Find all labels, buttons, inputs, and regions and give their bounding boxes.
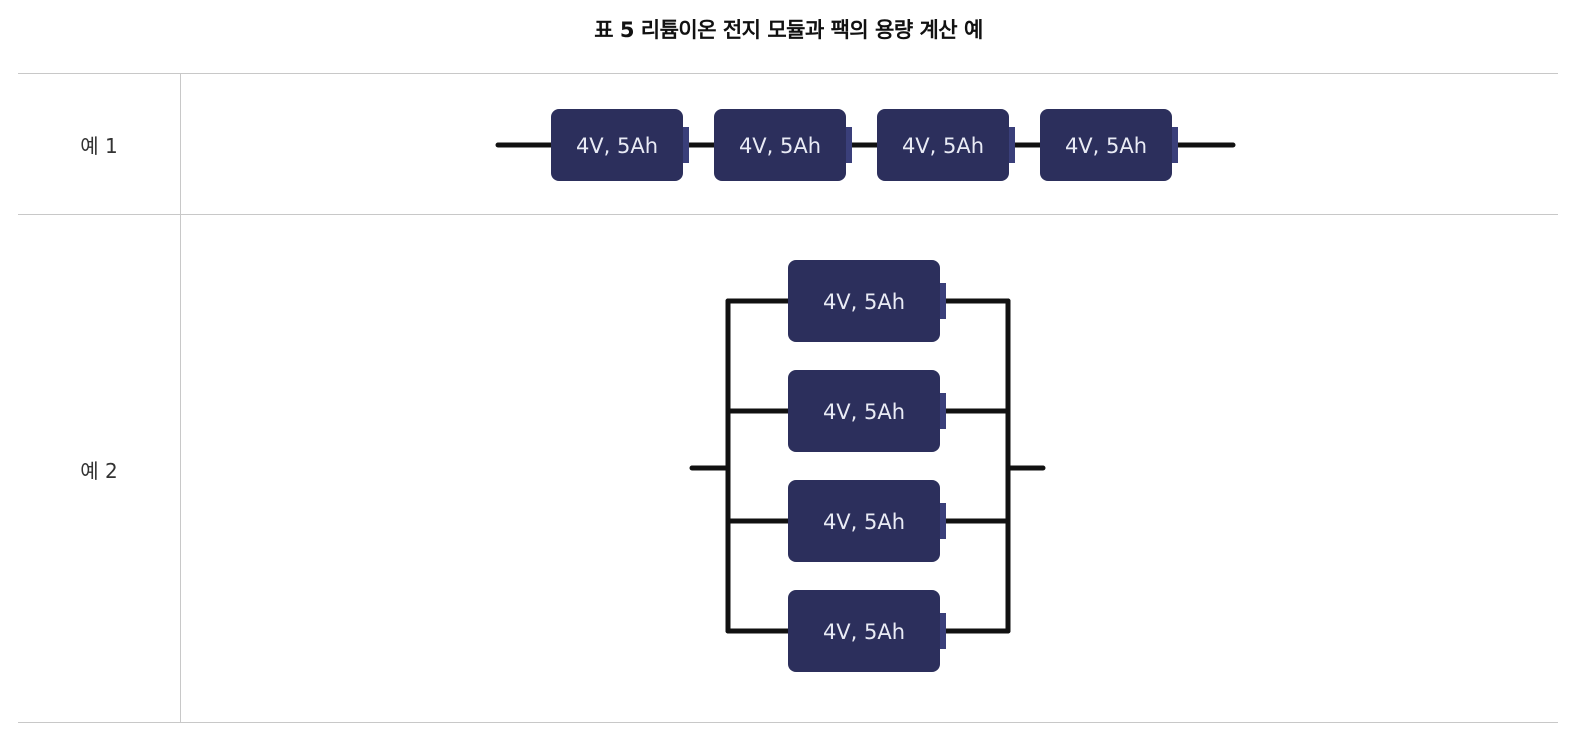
row-label-example-2: 예 2: [18, 215, 181, 723]
battery-body: [714, 109, 846, 181]
battery-cell-2: 4V, 5Ah: [788, 370, 946, 452]
battery-cell-label: 4V, 5Ah: [823, 620, 905, 644]
battery-cell-label: 4V, 5Ah: [576, 134, 658, 158]
battery-body: [788, 590, 940, 672]
battery-cell-label: 4V, 5Ah: [823, 510, 905, 534]
parallel-circuit-diagram: 4V, 5Ah 4V, 5Ah 4V, 5Ah 4V, 5Ah: [689, 260, 1046, 672]
battery-terminal: [940, 393, 946, 429]
battery-cell-label: 4V, 5Ah: [902, 134, 984, 158]
battery-cell-label: 4V, 5Ah: [1065, 134, 1147, 158]
series-circuit-diagram: 4V, 5Ah 4V, 5Ah 4V, 5Ah 4V, 5Ah: [495, 109, 1236, 181]
battery-terminal: [846, 127, 852, 163]
battery-terminal: [1009, 127, 1015, 163]
battery-body: [788, 260, 940, 342]
battery-terminal: [940, 283, 946, 319]
table-row-example-2: 예 2 4V, 5Ah 4V, 5Ah 4V, 5Ah 4V, 5Ah: [18, 215, 1558, 723]
example-table: 예 1 4V, 5Ah 4V, 5Ah 4V, 5Ah 4V, 5Ah 예 2 4V,…: [18, 73, 1558, 723]
table-row-example-1: 예 1 4V, 5Ah 4V, 5Ah 4V, 5Ah 4V, 5Ah: [18, 74, 1558, 215]
battery-terminal: [1172, 127, 1178, 163]
parallel-diagram-cell: 4V, 5Ah 4V, 5Ah 4V, 5Ah 4V, 5Ah: [181, 215, 1558, 723]
battery-body: [877, 109, 1009, 181]
battery-cell-1: 4V, 5Ah: [788, 260, 946, 342]
table-title: 표 5 리튬이온 전지 모듈과 팩의 용량 계산 예: [594, 18, 983, 42]
battery-terminal: [940, 503, 946, 539]
battery-cell-label: 4V, 5Ah: [823, 290, 905, 314]
battery-body: [551, 109, 683, 181]
series-diagram-cell: 4V, 5Ah 4V, 5Ah 4V, 5Ah 4V, 5Ah: [181, 74, 1558, 214]
battery-terminal: [683, 127, 689, 163]
battery-body: [788, 480, 940, 562]
battery-cell-2: 4V, 5Ah: [714, 109, 852, 181]
battery-cell-3: 4V, 5Ah: [788, 480, 946, 562]
battery-body: [1040, 109, 1172, 181]
row-label-example-1: 예 1: [18, 74, 181, 214]
battery-cell-4: 4V, 5Ah: [1040, 109, 1178, 181]
battery-cell-4: 4V, 5Ah: [788, 590, 946, 672]
battery-terminal: [940, 613, 946, 649]
battery-body: [788, 370, 940, 452]
battery-cell-1: 4V, 5Ah: [551, 109, 689, 181]
battery-cell-label: 4V, 5Ah: [739, 134, 821, 158]
battery-cell-3: 4V, 5Ah: [877, 109, 1015, 181]
battery-cell-label: 4V, 5Ah: [823, 400, 905, 424]
